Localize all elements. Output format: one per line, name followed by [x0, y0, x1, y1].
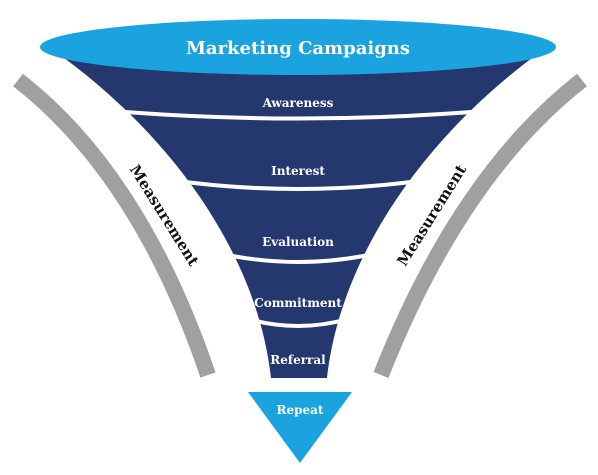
stage-label-interest: Interest: [271, 164, 325, 178]
separator-4: [247, 317, 349, 328]
separator-3: [217, 251, 379, 264]
bottom-label: Repeat: [277, 403, 324, 417]
campaign-ellipse: [40, 19, 556, 75]
separator-1: [99, 108, 497, 121]
stage-label-evaluation: Evaluation: [262, 235, 334, 249]
right-measurement-bracket: [373, 73, 587, 378]
stage-label-awareness: Awareness: [262, 96, 334, 110]
funnel-body: [56, 52, 540, 378]
top-label: Marketing Campaigns: [186, 38, 410, 59]
stage-label-referral: Referral: [270, 353, 326, 367]
left-measurement-bracket: [13, 73, 216, 378]
repeat-triangle: [248, 392, 352, 463]
separator-2: [169, 178, 427, 191]
stage-separators: [99, 108, 497, 328]
stage-label-commitment: Commitment: [254, 296, 342, 310]
